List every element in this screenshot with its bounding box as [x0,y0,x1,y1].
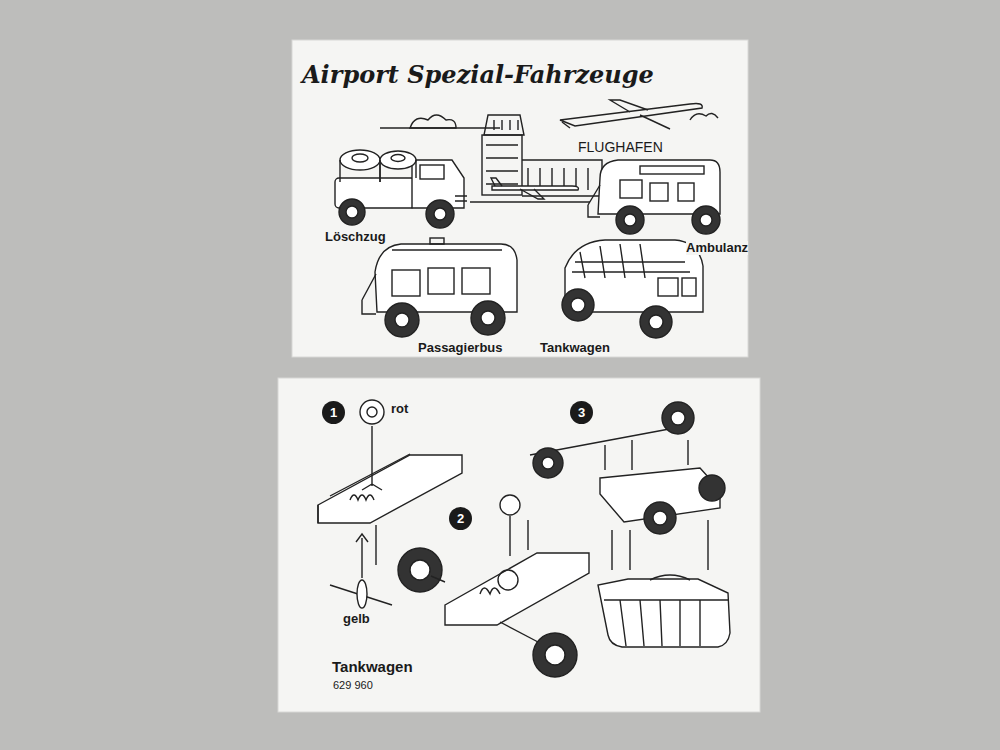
cards [278,40,760,712]
vehicle-name: Passagierbus [418,341,503,355]
model-name: Tankwagen [332,659,413,676]
airport-scene [335,100,720,338]
part-color: rot [391,402,408,416]
title: Airport Spezial-Fahrzeuge [302,62,654,88]
callout-number: 2 [449,507,472,530]
vehicle-name: Ambulanz [686,241,748,255]
vehicle-name: Tankwagen [540,341,610,355]
callout-number: 1 [322,401,345,424]
article-number: 629 960 [333,679,373,691]
callout-number: 3 [570,401,593,424]
callout-number: 1 [330,405,337,420]
callout-number: 2 [457,511,464,526]
assembly-steps [318,400,730,677]
label: FLUGHAFEN [578,140,663,155]
vehicle-name: Löschzug [325,230,386,244]
callout-number: 3 [578,405,585,420]
part-color: gelb [343,612,370,626]
